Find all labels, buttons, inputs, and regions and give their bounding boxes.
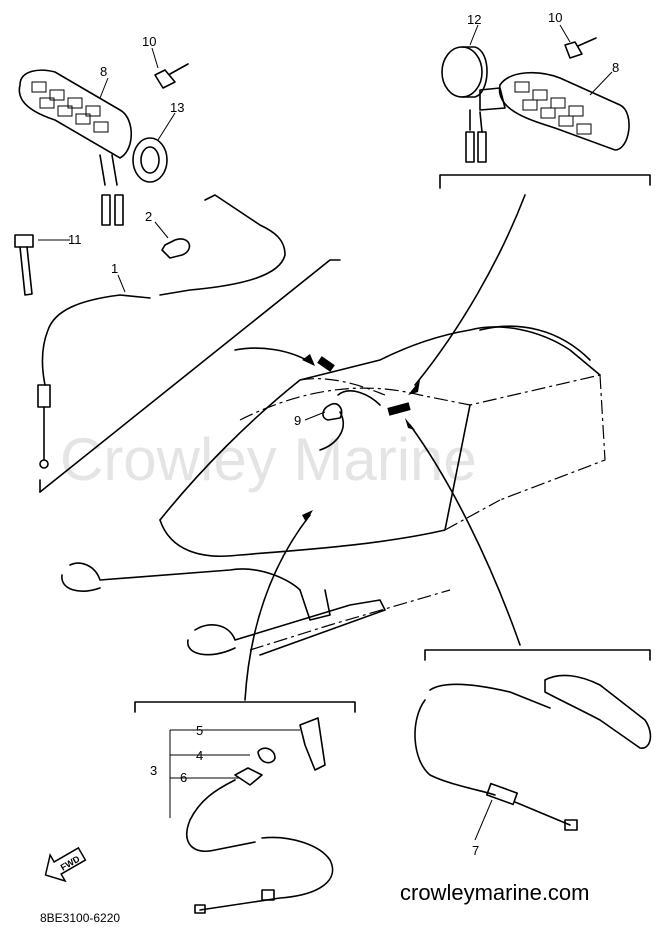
snowmobile-body bbox=[61, 325, 606, 656]
right-grip-group bbox=[408, 37, 651, 395]
site-label: crowleymarine.com bbox=[400, 880, 590, 905]
brake-cable-group bbox=[414, 649, 652, 831]
choke-cable-group bbox=[134, 701, 356, 914]
handlebar-area bbox=[299, 356, 411, 451]
callout-2: 2 bbox=[145, 209, 152, 224]
callout-10-left: 10 bbox=[142, 34, 156, 49]
callout-6: 6 bbox=[180, 770, 187, 785]
right-grip-marker bbox=[387, 402, 411, 416]
callout-13: 13 bbox=[170, 100, 184, 115]
callout-8-left: 8 bbox=[100, 64, 107, 79]
watermark-text: Crowley Marine bbox=[60, 426, 477, 493]
diagram-code: 8BE3100-6220 bbox=[40, 911, 120, 925]
callout-1: 1 bbox=[111, 261, 118, 276]
callout-7: 7 bbox=[472, 843, 479, 858]
callout-12: 12 bbox=[467, 12, 481, 27]
ring-part bbox=[132, 137, 168, 183]
left-grip-group bbox=[14, 63, 341, 493]
callout-4: 4 bbox=[196, 748, 203, 763]
callout-8-right: 8 bbox=[612, 60, 619, 75]
callout-9: 9 bbox=[294, 413, 301, 428]
fwd-arrow-icon: FWD bbox=[44, 846, 87, 883]
callout-5: 5 bbox=[196, 723, 203, 738]
callout-11: 11 bbox=[68, 232, 82, 247]
left-grip-marker bbox=[317, 356, 335, 372]
callout-3: 3 bbox=[150, 763, 157, 778]
callout-10-right: 10 bbox=[548, 10, 562, 25]
